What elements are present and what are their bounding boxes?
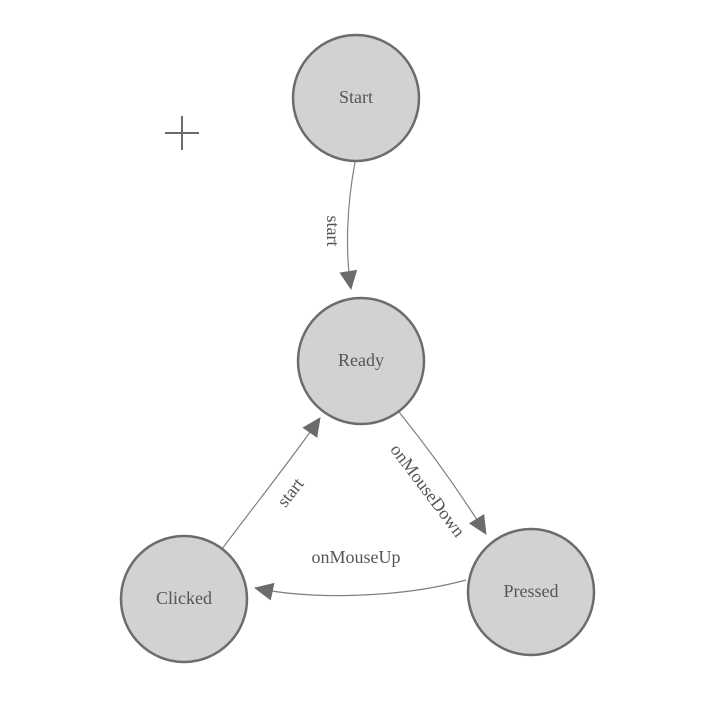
state-label-start: Start (339, 87, 373, 107)
state-node-ready[interactable]: Ready (296, 296, 426, 426)
state-node-start[interactable]: Start (291, 33, 421, 163)
state-node-clicked[interactable]: Clicked (119, 534, 249, 664)
edge-pressed-to-clicked[interactable]: onMouseUp (254, 547, 467, 601)
edge-label-onmouseup: onMouseUp (312, 547, 401, 567)
edge-start-to-ready[interactable]: start (323, 161, 358, 290)
crosshair-icon (165, 116, 199, 150)
edge-label-start-2: start (273, 474, 308, 511)
edge-label-start: start (323, 216, 343, 247)
state-label-clicked: Clicked (156, 588, 212, 608)
state-node-pressed[interactable]: Pressed (466, 527, 596, 657)
edge-clicked-to-ready[interactable]: start (221, 417, 321, 550)
edge-ready-to-pressed[interactable]: onMouseDown (386, 411, 487, 541)
state-label-pressed: Pressed (504, 581, 559, 601)
state-label-ready: Ready (338, 350, 384, 370)
